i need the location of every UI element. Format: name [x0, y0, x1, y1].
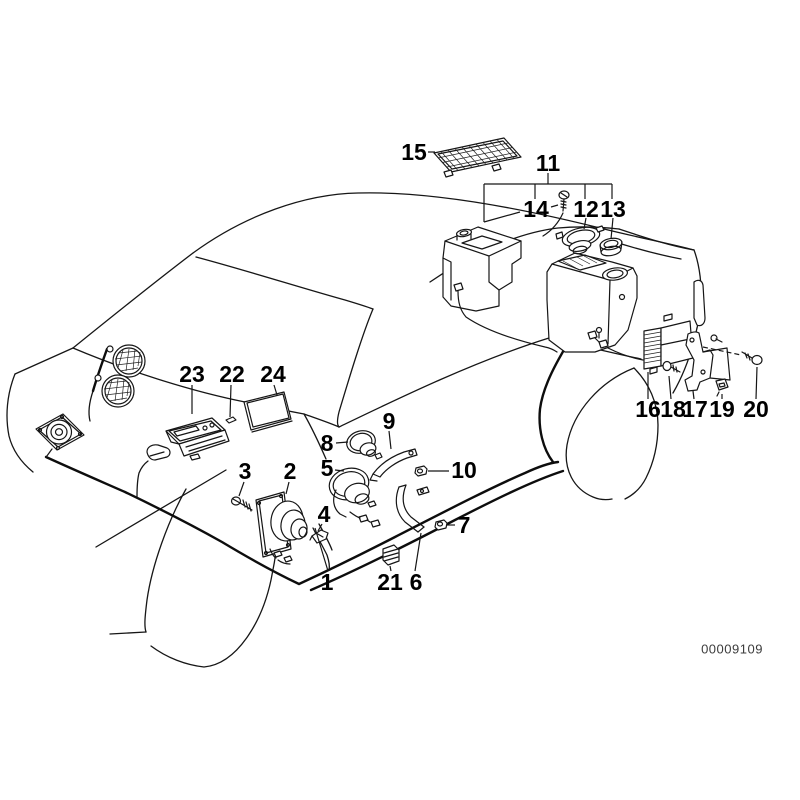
- leader-line: [314, 527, 329, 572]
- part-nut-7: [434, 519, 448, 531]
- part-spacer-ring: [599, 237, 623, 257]
- part-left-console: [442, 226, 558, 353]
- part-radio: [165, 417, 230, 461]
- part-mounting-bracket: [395, 484, 430, 533]
- callout-3-screw: 3: [239, 458, 252, 484]
- leader-line: [238, 481, 245, 497]
- leader-line: [317, 523, 323, 532]
- leader-line: [335, 441, 349, 444]
- part-nut-10: [414, 465, 428, 477]
- callout-19-clip: 19: [709, 396, 735, 422]
- leader-line: [583, 217, 587, 230]
- grille-mesh-icon: [437, 139, 518, 171]
- callout-22-clip: 22: [219, 361, 245, 387]
- part-footwell-speaker: [35, 413, 85, 458]
- callout-21-connector: 21: [377, 569, 403, 595]
- part-rear-speaker: [555, 225, 605, 255]
- callout-12-rear-speaker: 12: [573, 196, 599, 222]
- leader-line: [702, 346, 742, 356]
- callout-18-screw: 18: [660, 396, 686, 422]
- part-clip-22: [225, 416, 237, 424]
- part-wiring-harness: [44, 444, 565, 592]
- part-connector: [382, 544, 400, 566]
- leader-line: [414, 532, 422, 572]
- leader-line: [229, 384, 232, 418]
- callout-16-amplifier: 16: [635, 396, 661, 422]
- leader-line: [610, 217, 614, 240]
- part-tweeter-speaker: [346, 430, 383, 460]
- callout-6-mounting-bracket: 6: [410, 569, 423, 595]
- part-midrange-speaker: [328, 467, 381, 528]
- callout-9-bracket-strap: 9: [383, 408, 396, 434]
- leader-line: [755, 366, 758, 400]
- part-amplifier-bracket: [684, 279, 731, 392]
- leader-line: [389, 565, 392, 572]
- leader-line: [550, 204, 559, 208]
- part-speaker-grille: [433, 137, 522, 178]
- callout-5-midrange-speaker: 5: [321, 455, 334, 481]
- leader-line: [388, 430, 392, 450]
- tweeter-mesh-icon: [114, 348, 143, 372]
- part-right-console: [546, 252, 644, 361]
- callout-20-screw: 20: [743, 396, 769, 422]
- callout-4-clip: 4: [318, 501, 331, 527]
- leader-line: [668, 375, 672, 400]
- callout-10-nut: 10: [451, 457, 477, 483]
- part-screw-14: [542, 190, 570, 237]
- leader-line: [285, 481, 290, 495]
- callout-8-tweeter-speaker: 8: [321, 430, 334, 456]
- part-door-speaker: [255, 491, 308, 565]
- part-screw-18: [662, 360, 681, 373]
- callout-15-speaker-grille: 15: [401, 139, 427, 165]
- doc-number: 00009109: [701, 642, 763, 657]
- callout-23-radio: 23: [179, 361, 205, 387]
- part-cover-panel: [243, 391, 293, 433]
- callout-2-front-door-speaker: 2: [284, 458, 297, 484]
- callout-14-screw: 14: [523, 196, 549, 222]
- callout-13-spacer-ring: 13: [600, 196, 626, 222]
- callout-1-wiring-harness: 1: [321, 569, 334, 595]
- callout-7-nut: 7: [458, 512, 471, 538]
- leader-line: [692, 390, 695, 400]
- callout-11-rear-shelf-speaker-assembly: 11: [536, 150, 561, 176]
- leader-line: [483, 211, 521, 223]
- leader-line: [273, 384, 278, 396]
- callout-17-amplifier-bracket: 17: [682, 396, 708, 422]
- callout-24-cover-panel: 24: [260, 361, 286, 387]
- part-screw-20: [741, 351, 763, 366]
- part-clip-19: [715, 378, 729, 397]
- part-bracket-strap: [369, 448, 418, 482]
- leader-line: [334, 469, 345, 472]
- part-amplifier: [643, 313, 694, 375]
- part-kick-panel-tweeters: [88, 344, 146, 422]
- car-body-outline: [6, 192, 702, 668]
- part-screw-3: [230, 496, 253, 512]
